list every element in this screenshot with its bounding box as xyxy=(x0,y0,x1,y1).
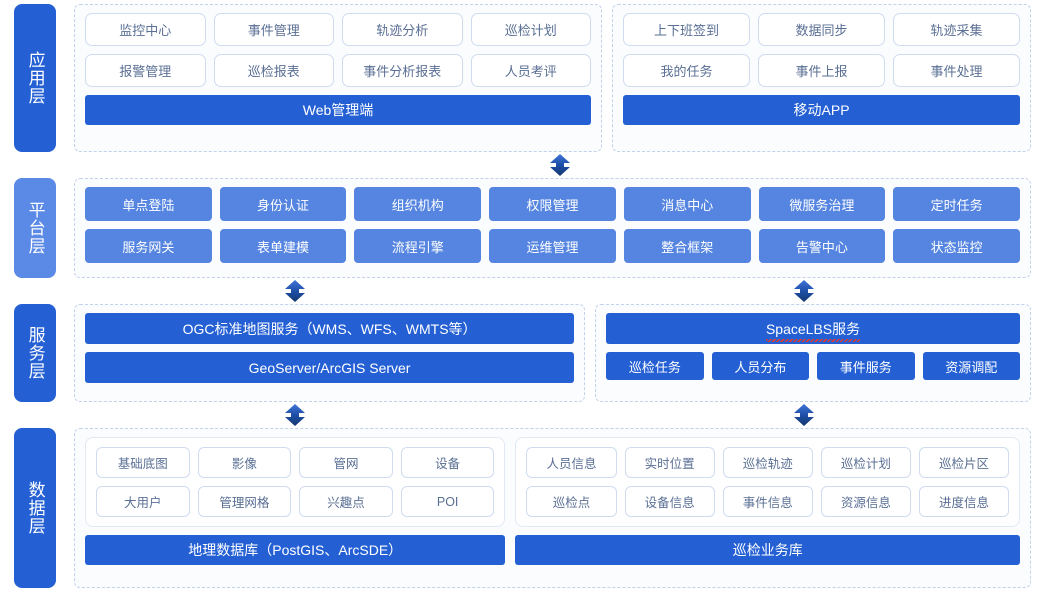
data-card-resource-info[interactable]: 资源信息 xyxy=(820,486,911,517)
app-card-my-tasks[interactable]: 我的任务 xyxy=(623,54,751,87)
data-card-equipment-info[interactable]: 设备信息 xyxy=(624,486,715,517)
platform-chip-workflow-engine[interactable]: 流程引擎 xyxy=(354,229,482,263)
data-card-pipe-network[interactable]: 管网 xyxy=(299,447,393,478)
app-card-attendance-checkin[interactable]: 上下班签到 xyxy=(623,13,751,46)
connector-row-platform-service xyxy=(0,278,1031,304)
layer-label-application: 应用层 xyxy=(14,4,56,152)
panel-gis-service: OGC标准地图服务（WMS、WFS、WMTS等） GeoServer/ArcGI… xyxy=(74,304,586,402)
app-card-event-analysis-report[interactable]: 事件分析报表 xyxy=(342,54,463,87)
panel-data: 基础底图 影像 管网 设备 大用户 管理网格 兴趣点 POI 地理数据库（Pos… xyxy=(74,428,1031,588)
platform-chip-microservice-governance[interactable]: 微服务治理 xyxy=(758,187,886,221)
connector-row-service-data xyxy=(0,402,1031,428)
data-card-poi[interactable]: POI xyxy=(400,486,495,517)
app-card-data-sync[interactable]: 数据同步 xyxy=(758,13,886,46)
platform-chip-alert-center[interactable]: 告警中心 xyxy=(758,229,886,263)
app-card-track-collection[interactable]: 轨迹采集 xyxy=(893,13,1020,46)
data-bar-geo-database: 地理数据库（PostGIS、ArcSDE） xyxy=(85,535,506,565)
platform-chip-integration-framework[interactable]: 整合框架 xyxy=(623,229,751,263)
data-card-equipment[interactable]: 设备 xyxy=(400,447,495,478)
app-bar-web-admin: Web管理端 xyxy=(85,95,592,125)
data-card-event-info[interactable]: 事件信息 xyxy=(722,486,813,517)
app-card-event-reporting[interactable]: 事件上报 xyxy=(758,54,886,87)
platform-chip-scheduled-tasks[interactable]: 定时任务 xyxy=(893,187,1020,221)
app-card-event-handling[interactable]: 事件处理 xyxy=(893,54,1020,87)
platform-chip-service-gateway[interactable]: 服务网关 xyxy=(85,229,212,263)
platform-chip-ops-management[interactable]: 运维管理 xyxy=(489,229,616,263)
data-card-base-map[interactable]: 基础底图 xyxy=(96,447,190,478)
data-card-imagery[interactable]: 影像 xyxy=(197,447,292,478)
platform-chip-single-sign-on[interactable]: 单点登陆 xyxy=(85,187,212,221)
panel-web-management: 监控中心 事件管理 轨迹分析 巡检计划 报警管理 巡检报表 事件分析报表 人员考… xyxy=(74,4,603,152)
service-chip-inspection-task[interactable]: 巡检任务 xyxy=(606,352,704,380)
platform-chip-organization[interactable]: 组织机构 xyxy=(354,187,482,221)
panel-spacelbs-service: SpaceLBS服务 巡检任务 人员分布 事件服务 资源调配 xyxy=(595,304,1031,402)
service-chip-event-service[interactable]: 事件服务 xyxy=(817,352,915,380)
app-card-event-management[interactable]: 事件管理 xyxy=(213,13,335,46)
data-business-card-box: 人员信息 实时位置 巡检轨迹 巡检计划 巡检片区 巡检点 设备信息 事件信息 资… xyxy=(515,437,1020,527)
data-gis-card-grid: 基础底图 影像 管网 设备 大用户 管理网格 兴趣点 POI xyxy=(96,447,495,517)
app-card-inspection-plan[interactable]: 巡检计划 xyxy=(470,13,592,46)
layer-label-data: 数据层 xyxy=(14,428,56,588)
connector-row-app-platform xyxy=(0,152,1031,178)
mobile-card-grid: 上下班签到 数据同步 轨迹采集 我的任务 事件上报 事件处理 xyxy=(623,13,1020,87)
layer-label-platform: 平台层 xyxy=(14,178,56,278)
panel-mobile-app: 上下班签到 数据同步 轨迹采集 我的任务 事件上报 事件处理 移动APP xyxy=(612,4,1031,152)
service-bar-ogc-map-service: OGC标准地图服务（WMS、WFS、WMTS等） xyxy=(85,313,575,344)
data-card-inspection-plan[interactable]: 巡检计划 xyxy=(820,447,911,478)
data-card-inspection-track[interactable]: 巡检轨迹 xyxy=(722,447,813,478)
layer-platform: 平台层 单点登陆 身份认证 组织机构 权限管理 消息中心 微服务治理 定时任务 … xyxy=(0,178,1031,278)
data-column-gis: 基础底图 影像 管网 设备 大用户 管理网格 兴趣点 POI 地理数据库（Pos… xyxy=(85,437,506,565)
platform-chip-status-monitoring[interactable]: 状态监控 xyxy=(893,229,1020,263)
data-card-inspection-zone[interactable]: 巡检片区 xyxy=(918,447,1009,478)
layer-service: 服务层 OGC标准地图服务（WMS、WFS、WMTS等） GeoServer/A… xyxy=(0,304,1031,402)
service-bar-geoserver-arcgis: GeoServer/ArcGIS Server xyxy=(85,352,575,383)
panel-platform: 单点登陆 身份认证 组织机构 权限管理 消息中心 微服务治理 定时任务 服务网关… xyxy=(74,178,1031,278)
app-card-inspection-report[interactable]: 巡检报表 xyxy=(213,54,335,87)
app-card-track-analysis[interactable]: 轨迹分析 xyxy=(342,13,463,46)
platform-chip-identity-auth[interactable]: 身份认证 xyxy=(219,187,347,221)
data-card-management-grid[interactable]: 管理网格 xyxy=(197,486,292,517)
layer-body-platform: 单点登陆 身份认证 组织机构 权限管理 消息中心 微服务治理 定时任务 服务网关… xyxy=(74,178,1031,278)
service-chip-staff-distribution[interactable]: 人员分布 xyxy=(711,352,810,380)
layer-data: 数据层 基础底图 影像 管网 设备 大用户 管理网格 xyxy=(0,428,1031,588)
data-card-inspection-point[interactable]: 巡检点 xyxy=(526,486,617,517)
data-card-large-user[interactable]: 大用户 xyxy=(96,486,190,517)
data-panel-columns: 基础底图 影像 管网 设备 大用户 管理网格 兴趣点 POI 地理数据库（Pos… xyxy=(85,437,1020,565)
data-card-realtime-location[interactable]: 实时位置 xyxy=(624,447,715,478)
data-card-progress-info[interactable]: 进度信息 xyxy=(918,486,1009,517)
data-card-interest-point[interactable]: 兴趣点 xyxy=(299,486,393,517)
double-arrow-vertical-icon xyxy=(792,404,816,426)
app-card-staff-evaluation[interactable]: 人员考评 xyxy=(470,54,592,87)
double-arrow-vertical-icon xyxy=(548,154,572,176)
service-chip-resource-dispatch[interactable]: 资源调配 xyxy=(922,352,1020,380)
app-card-alarm-management[interactable]: 报警管理 xyxy=(85,54,206,87)
layer-body-data: 基础底图 影像 管网 设备 大用户 管理网格 兴趣点 POI 地理数据库（Pos… xyxy=(74,428,1031,588)
double-arrow-vertical-icon xyxy=(283,280,307,302)
service-chip-grid: 巡检任务 人员分布 事件服务 资源调配 xyxy=(606,352,1020,380)
layer-body-application: 监控中心 事件管理 轨迹分析 巡检计划 报警管理 巡检报表 事件分析报表 人员考… xyxy=(74,4,1031,152)
platform-chip-permission-mgmt[interactable]: 权限管理 xyxy=(489,187,616,221)
service-bar-spacelbs-label: SpaceLBS服务 xyxy=(765,320,861,342)
platform-chip-message-center[interactable]: 消息中心 xyxy=(623,187,751,221)
platform-chip-form-modeling[interactable]: 表单建模 xyxy=(219,229,347,263)
web-card-grid: 监控中心 事件管理 轨迹分析 巡检计划 报警管理 巡检报表 事件分析报表 人员考… xyxy=(85,13,592,87)
data-bar-inspection-business-db: 巡检业务库 xyxy=(515,535,1020,565)
layer-body-service: OGC标准地图服务（WMS、WFS、WMTS等） GeoServer/ArcGI… xyxy=(74,304,1031,402)
service-bar-spacelbs: SpaceLBS服务 xyxy=(606,313,1020,344)
data-gis-card-box: 基础底图 影像 管网 设备 大用户 管理网格 兴趣点 POI xyxy=(85,437,506,527)
app-card-monitor-center[interactable]: 监控中心 xyxy=(85,13,206,46)
app-bar-mobile-app: 移动APP xyxy=(623,95,1020,125)
layer-application: 应用层 监控中心 事件管理 轨迹分析 巡检计划 报警管理 巡检报表 事件分析报表… xyxy=(0,4,1031,152)
data-column-business: 人员信息 实时位置 巡检轨迹 巡检计划 巡检片区 巡检点 设备信息 事件信息 资… xyxy=(515,437,1020,565)
data-business-card-grid: 人员信息 实时位置 巡检轨迹 巡检计划 巡检片区 巡检点 设备信息 事件信息 资… xyxy=(526,447,1009,517)
data-card-staff-info[interactable]: 人员信息 xyxy=(526,447,617,478)
double-arrow-vertical-icon xyxy=(792,280,816,302)
platform-chip-grid: 单点登陆 身份认证 组织机构 权限管理 消息中心 微服务治理 定时任务 服务网关… xyxy=(85,187,1020,263)
layer-label-service: 服务层 xyxy=(14,304,56,402)
double-arrow-vertical-icon xyxy=(283,404,307,426)
